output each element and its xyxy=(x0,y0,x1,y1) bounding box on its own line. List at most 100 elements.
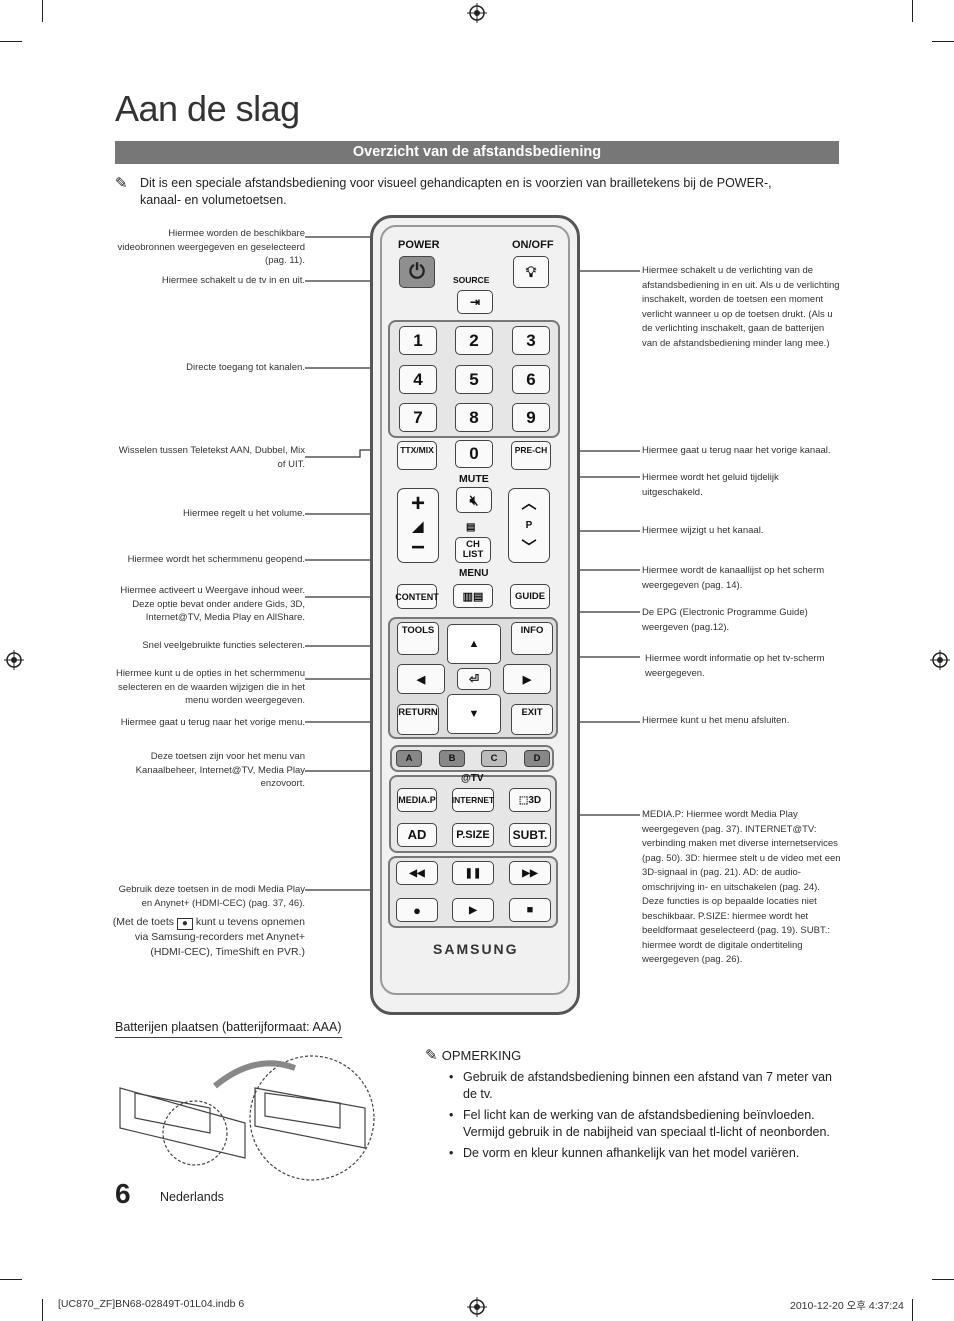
samsung-logo: SAMSUNG xyxy=(433,941,519,957)
label-chlist: Hiermee wordt de kanaallijst op het sche… xyxy=(642,565,825,591)
label-exit: Hiermee kunt u het menu afsluiten. xyxy=(642,715,790,726)
volume-up-icon: + xyxy=(410,489,425,517)
digit-button[interactable]: 8 xyxy=(455,403,493,432)
onoff-button[interactable]: 💡︎ xyxy=(513,256,549,288)
intro-note: ✎ Dit is een speciale afstandsbediening … xyxy=(115,175,815,209)
crop-mark xyxy=(932,1279,954,1280)
digit-button[interactable]: 9 xyxy=(512,403,550,432)
note-item: De vorm en kleur kunnen afhankelijk van … xyxy=(449,1145,839,1162)
source-button[interactable]: ⇥ xyxy=(457,290,493,314)
stop-icon: ■ xyxy=(526,904,534,916)
subt-button[interactable]: SUBT. xyxy=(509,823,551,847)
channel-up-icon: ︿ xyxy=(521,494,537,512)
nav-left-button[interactable]: ◀ xyxy=(397,664,445,694)
onoff-label: ON/OFF xyxy=(512,239,554,251)
record-dot-icon: ● xyxy=(176,918,193,930)
mute-button[interactable]: 🔇︎ xyxy=(456,487,492,513)
arrow-left-icon: ◀ xyxy=(416,673,426,686)
pencil-note-icon: ✎ xyxy=(425,1047,442,1064)
content-button[interactable]: CONTENT xyxy=(395,584,439,609)
arrow-down-icon: ▼ xyxy=(468,708,480,720)
label-record-a: (Met de toets xyxy=(112,916,174,928)
ad-button[interactable]: AD xyxy=(397,823,437,847)
nav-up-button[interactable]: ▲ xyxy=(447,624,501,664)
registration-mark-icon xyxy=(467,3,487,23)
ch-list-button[interactable]: CH LIST xyxy=(455,537,491,563)
tools-button[interactable]: TOOLS xyxy=(397,622,439,655)
play-button[interactable]: ▶ xyxy=(452,898,494,922)
info-button[interactable]: INFO xyxy=(511,622,553,655)
digit-button[interactable]: 7 xyxy=(399,403,437,432)
p-size-button[interactable]: P.SIZE xyxy=(452,823,494,847)
label-playback: Gebruik deze toetsen in de modi Media Pl… xyxy=(118,884,305,909)
color-button-b[interactable]: B xyxy=(439,750,465,767)
page-title: Aan de slag xyxy=(115,88,300,129)
exit-button[interactable]: EXIT xyxy=(511,704,553,735)
color-button-d[interactable]: D xyxy=(524,750,550,767)
page-number: 6 xyxy=(115,1178,131,1209)
digit-button[interactable]: 4 xyxy=(399,365,437,394)
digit-button[interactable]: 5 xyxy=(455,365,493,394)
power-label: POWER xyxy=(398,239,440,251)
registration-mark-icon xyxy=(4,650,24,670)
power-button[interactable]: ⏻ xyxy=(399,256,435,288)
return-button[interactable]: RETURN xyxy=(397,704,439,735)
stop-button[interactable]: ■ xyxy=(509,898,551,922)
note-heading: ✎ OPMERKING xyxy=(425,1046,521,1064)
battery-section-title: Batterijen plaatsen (batterijformaat: AA… xyxy=(115,1020,342,1038)
channel-rocker[interactable]: ︿ P ﹀ xyxy=(508,488,550,563)
footer-date: 2010-12-20 오후 4:37:24 xyxy=(790,1300,904,1312)
crop-mark xyxy=(42,0,43,22)
registration-mark-icon xyxy=(930,650,950,670)
chlist-icon: ▤ xyxy=(466,522,476,533)
label-guide: De EPG (Electronic Programme Guide) weer… xyxy=(642,607,808,633)
nav-right-button[interactable]: ▶ xyxy=(503,664,551,694)
menu-button[interactable]: ▥▤ xyxy=(453,584,493,608)
digit-button[interactable]: 3 xyxy=(512,326,550,355)
power-icon: ⏻ xyxy=(409,260,425,283)
internet-button[interactable]: INTERNET xyxy=(452,788,494,812)
note-heading-text: OPMERKING xyxy=(441,1048,522,1063)
mute-label: MUTE xyxy=(459,473,489,485)
crop-mark xyxy=(932,41,954,42)
channel-down-icon: ﹀ xyxy=(521,538,537,556)
source-label: SOURCE xyxy=(453,275,490,285)
ttx-mix-button[interactable]: TTX/MIX xyxy=(397,441,437,470)
label-record-b: kunt u tevens opnemen via Samsung-record… xyxy=(134,916,305,958)
crop-mark xyxy=(912,0,913,22)
section-title: Overzicht van de afstandsbediening xyxy=(115,141,839,164)
label-mute: Hiermee wordt het geluid tijdelijk uitge… xyxy=(642,472,779,498)
color-button-c[interactable]: C xyxy=(481,750,507,767)
label-return: Hiermee gaat u terug naar het vorige men… xyxy=(120,717,305,728)
label-record: (Met de toets ● kunt u tevens opnemen vi… xyxy=(110,915,305,960)
volume-rocker[interactable]: +◢− xyxy=(397,488,439,563)
digit-button[interactable]: 2 xyxy=(455,326,493,355)
media-p-button[interactable]: MEDIA.P xyxy=(397,788,437,812)
digit-button[interactable]: 1 xyxy=(399,326,437,355)
digit-button[interactable]: 6 xyxy=(512,365,550,394)
label-tools: Snel veelgebruikte functies selecteren. xyxy=(142,640,305,651)
crop-mark xyxy=(0,1279,22,1280)
nav-down-button[interactable]: ▼ xyxy=(447,694,501,734)
color-button-a[interactable]: A xyxy=(396,750,422,767)
digit-0-button[interactable]: 0 xyxy=(455,440,493,468)
registration-mark-icon xyxy=(467,1297,487,1317)
3d-button[interactable]: ⬚3D xyxy=(509,788,551,812)
fast-forward-icon: ▶▶ xyxy=(522,867,538,879)
label-media: MEDIA.P: Hiermee wordt Media Play weerge… xyxy=(642,809,841,965)
guide-button[interactable]: GUIDE xyxy=(510,584,550,609)
pre-ch-button[interactable]: PRE-CH xyxy=(511,441,551,470)
record-button[interactable]: ● xyxy=(396,898,438,922)
fast-forward-button[interactable]: ▶▶ xyxy=(509,861,551,885)
notes-list: Gebruik de afstandsbediening binnen een … xyxy=(449,1069,839,1167)
label-color: Deze toetsen zijn voor het menu van Kana… xyxy=(135,751,305,789)
arrow-right-icon: ▶ xyxy=(522,673,532,686)
enter-button[interactable]: ⏎ xyxy=(457,668,491,690)
volume-down-icon: − xyxy=(410,533,425,561)
note-item: Fel licht kan de werking van de afstands… xyxy=(449,1107,839,1140)
language-label: Nederlands xyxy=(160,1190,224,1204)
rewind-button[interactable]: ◀◀ xyxy=(396,861,438,885)
pause-button[interactable]: ❚❚ xyxy=(452,861,494,885)
label-menu: Hiermee wordt het schermmenu geopend. xyxy=(127,554,305,565)
channel-p-label: P xyxy=(525,519,533,531)
